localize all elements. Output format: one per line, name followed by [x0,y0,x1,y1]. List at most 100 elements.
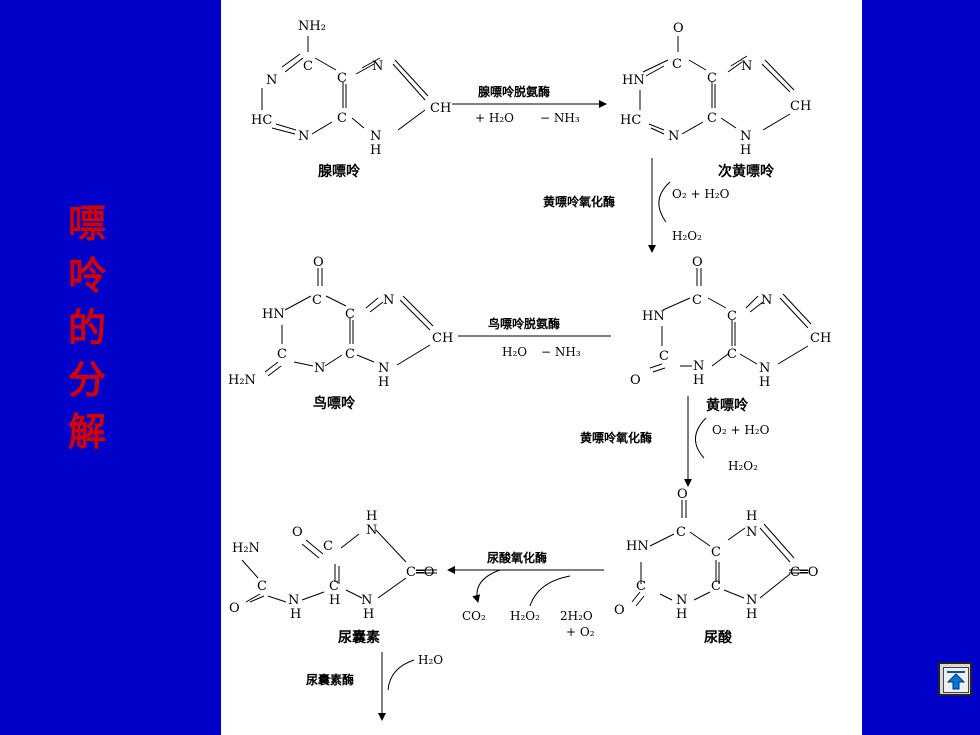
reagent-label: H₂O₂ [510,609,540,623]
atom-label: N [746,593,757,608]
atom-label: C [672,57,682,72]
enzyme-label: 黄嘌呤氧化酶 [580,430,652,445]
title-char: 嘌 [67,202,106,246]
atom-label: C [707,111,717,126]
slide-title: 嘌 呤 的 分 解 [52,198,122,458]
atom-label: CH [430,101,451,116]
atom-label: C [337,71,347,86]
atom-label: C [727,347,737,362]
atom-label: H [378,375,389,390]
atom-label: CH [432,331,453,346]
atom-label: N [693,359,704,374]
title-char: 分 [67,358,106,402]
atom-label: C═O [406,565,434,580]
up-arrow-icon [943,667,969,693]
atom-label: H [693,373,704,388]
atom-label: N [266,73,277,88]
atom-label: C═O [790,565,818,580]
atom-label: HC [620,113,641,128]
atom-label: O [313,255,324,270]
atom-label: HN [622,73,645,88]
enzyme-label: 腺嘌呤脱氨酶 [478,84,550,99]
atom-label: O [673,21,684,36]
atom-label: N [288,593,299,608]
up-arrow-button[interactable] [938,662,972,696]
atom-label: O [614,603,625,618]
compound-name: 次黄嘌呤 [718,163,775,180]
enzyme-label: 黄嘌呤氧化酶 [543,194,615,209]
reagent-label: O₂ + H₂O [712,423,770,437]
atom-label: O [630,373,641,388]
enzyme-label: 鸟嘌呤脱氨酶 [488,316,560,331]
atom-label: N [676,593,687,608]
atom-label: H [746,607,757,622]
atom-label: N [372,59,383,74]
atom-label: C [312,293,322,308]
atom-label: C [345,347,355,362]
atom-label: NH₂ [298,19,326,34]
reagent-label: O₂ + H₂O [672,187,730,201]
atom-label: CH [790,99,811,114]
compound-name: 腺嘌呤 [318,163,361,180]
atom-label: C [329,579,339,594]
reagent-label: H₂O [502,345,527,359]
atom-label: O [692,255,703,270]
cofactor-arc [695,417,707,459]
reagent-label: − NH₃ [541,345,581,359]
atom-label: CH [810,331,831,346]
cofactor-arc [387,659,415,691]
atom-label: N [746,525,757,540]
title-char: 呤 [67,254,106,298]
compound-name: 鸟嘌呤 [313,395,356,412]
atom-label: H [740,143,751,158]
atom-label: C [711,579,721,594]
product-arc [472,569,501,603]
reagent-label: + H₂O [475,111,514,125]
cofactor-arc [658,181,671,223]
atom-label: C [659,349,669,364]
atom-label: H [329,593,340,608]
title-char: 的 [67,306,106,350]
atom-label: H [746,509,757,524]
reagent-label: − NH₃ [540,111,580,125]
atom-label: C [727,309,737,324]
compound-name: 黄嘌呤 [706,397,749,414]
atom-label: HN [642,309,665,324]
atom-label: C [257,579,267,594]
reagent-label: H₂O [418,653,443,667]
atom-label: C [345,307,355,322]
atom-label: HC [251,113,272,128]
atom-label: O [677,487,688,502]
atom-label: N [668,129,679,144]
atom-label: C [636,579,646,594]
atom-label: C [303,59,313,74]
atom-label: N [740,129,751,144]
atom-label: C [277,347,287,362]
product-arc [529,575,571,607]
atom-label: C [692,293,702,308]
atom-label: O [292,525,303,540]
atom-label: C [707,71,717,86]
enzyme-label: 尿囊素酶 [306,672,354,687]
enzyme-label: 尿酸氧化酶 [487,550,547,565]
reagent-label: 2H₂O [560,609,593,623]
atom-label: C [323,539,333,554]
reagent-label: CO₂ [462,609,486,623]
diagram-panel: NH₂ N C C N CH HC N C N H O HN C C N CH … [221,0,862,735]
atom-label: N [361,593,372,608]
atom-label: N [370,129,381,144]
atom-label: H [366,509,377,524]
compound-name: 尿囊素 [338,629,380,646]
atom-label: H [363,607,374,622]
atom-label: N [759,361,770,376]
atom-label: N [741,59,752,74]
atom-label: N [298,129,309,144]
reagent-label: H₂O₂ [672,229,702,243]
atom-label: N [761,293,772,308]
atom-label: H₂N [232,541,260,556]
atom-label: H₂N [228,373,256,388]
reagent-label: H₂O₂ [728,459,758,473]
atom-label: O [229,601,240,616]
atom-label: HN [626,539,649,554]
atom-label: N [378,361,389,376]
